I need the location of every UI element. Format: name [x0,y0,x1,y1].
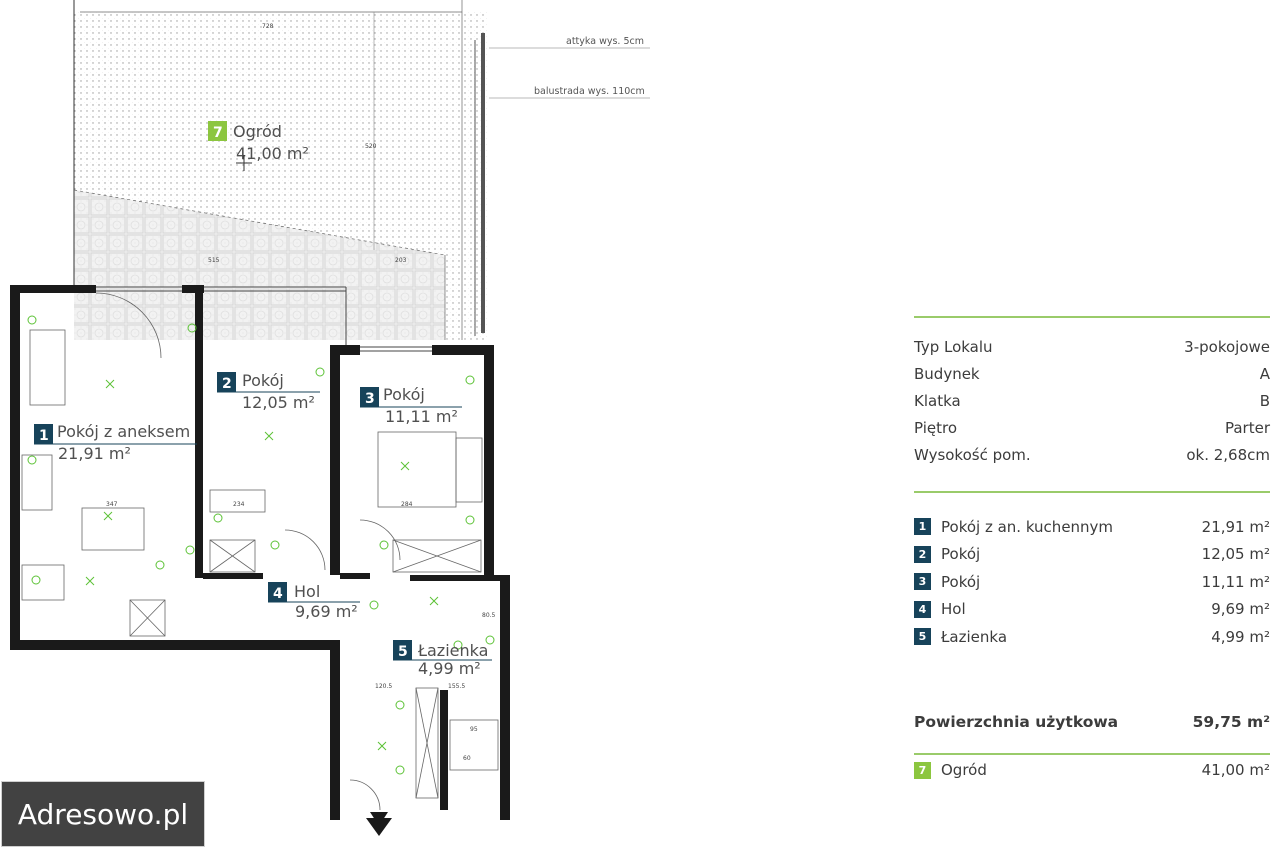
room-number-badge: 4 [914,600,931,618]
info-row-building: Budynek A [914,365,1270,383]
svg-text:4: 4 [273,586,283,602]
room-label-garden: 7 Ogród 41,00 m² [208,121,309,171]
room-list-item: 5 Łazienka 4,99 m² [914,623,1270,651]
garden-divider [914,752,1270,755]
room-label-5: 5 Łazienka 4,99 m² [393,640,492,678]
svg-text:Ogród: Ogród [233,122,282,141]
svg-text:12,05 m²: 12,05 m² [242,393,315,412]
room-label-3: 3 Pokój 11,11 m² [360,385,462,426]
svg-text:3: 3 [365,391,375,407]
svg-text:284: 284 [401,501,413,508]
room-list-item: 1 Pokój z an. kuchennym 21,91 m² [914,513,1270,541]
electrical-symbols [27,315,495,775]
watermark-logo: Adresowo.pl [1,781,205,847]
svg-text:7: 7 [213,125,223,141]
room-list-item: 3 Pokój 11,11 m² [914,568,1270,596]
svg-text:4,99 m²: 4,99 m² [418,659,481,678]
svg-text:515: 515 [208,257,220,264]
garden-row: 7 Ogród 41,00 m² [914,757,1270,785]
svg-text:520: 520 [365,143,377,150]
room-number-badge: 2 [914,545,931,563]
info-panel: Typ Lokalu 3-pokojowe Budynek A Klatka B… [914,316,1270,784]
svg-text:1: 1 [39,428,49,444]
total-area-row: Powierzchnia użytkowa 59,75 m² [914,712,1270,731]
svg-text:155.5: 155.5 [448,683,465,690]
top-divider [914,316,1270,318]
svg-text:120.5: 120.5 [375,683,392,690]
middle-divider [914,491,1270,493]
svg-text:203: 203 [395,257,407,264]
room-number-badge: 5 [914,628,931,646]
info-row-height: Wysokość pom. ok. 2,68cm [914,446,1270,464]
svg-text:95: 95 [470,726,478,733]
svg-text:347: 347 [106,501,118,508]
room-label-1: 1 Pokój z aneksem 21,91 m² [34,422,197,463]
svg-text:Hol: Hol [294,582,320,601]
walls [10,285,510,820]
svg-text:Pokój: Pokój [242,371,284,390]
svg-text:Pokój z aneksem: Pokój z aneksem [57,422,190,441]
entrance-arrow [366,818,392,836]
svg-text:41,00 m²: 41,00 m² [236,144,309,163]
dimension-labels: 347 234 284 120.5 155.5 95 60 80.5 [106,501,496,762]
svg-text:11,11 m²: 11,11 m² [385,407,458,426]
info-row-floor: Piętro Parter [914,419,1270,437]
furniture [21,292,499,811]
svg-text:60: 60 [463,755,471,762]
svg-text:Pokój: Pokój [383,385,425,404]
info-row-type: Typ Lokalu 3-pokojowe [914,338,1270,356]
garden-area: 728 515 203 520 [73,0,650,340]
windows [96,286,432,352]
svg-text:80.5: 80.5 [482,612,496,619]
room-label-2: 2 Pokój 12,05 m² [217,371,320,412]
svg-text:234: 234 [233,501,245,508]
room-number-badge: 1 [914,518,931,536]
info-row-staircase: Klatka B [914,392,1270,410]
room-list: 1 Pokój z an. kuchennym 21,91 m² 2 Pokój… [914,513,1270,651]
attyka-note: attyka wys. 5cm [566,36,644,47]
room-list-item: 4 Hol 9,69 m² [914,596,1270,624]
room-number-badge: 3 [914,573,931,591]
svg-text:5: 5 [398,644,408,660]
svg-text:2: 2 [222,376,232,392]
room-label-4: 4 Hol 9,69 m² [268,582,360,621]
garden-number-badge: 7 [914,761,931,779]
floor-plan: 728 515 203 520 attyka wys. 5cm balustra… [10,0,650,836]
svg-text:Łazienka: Łazienka [417,641,488,660]
svg-text:21,91 m²: 21,91 m² [58,444,131,463]
svg-text:9,69 m²: 9,69 m² [295,602,358,621]
balustrada-note: balustrada wys. 110cm [534,86,645,97]
svg-text:728: 728 [262,23,274,30]
room-list-item: 2 Pokój 12,05 m² [914,541,1270,569]
